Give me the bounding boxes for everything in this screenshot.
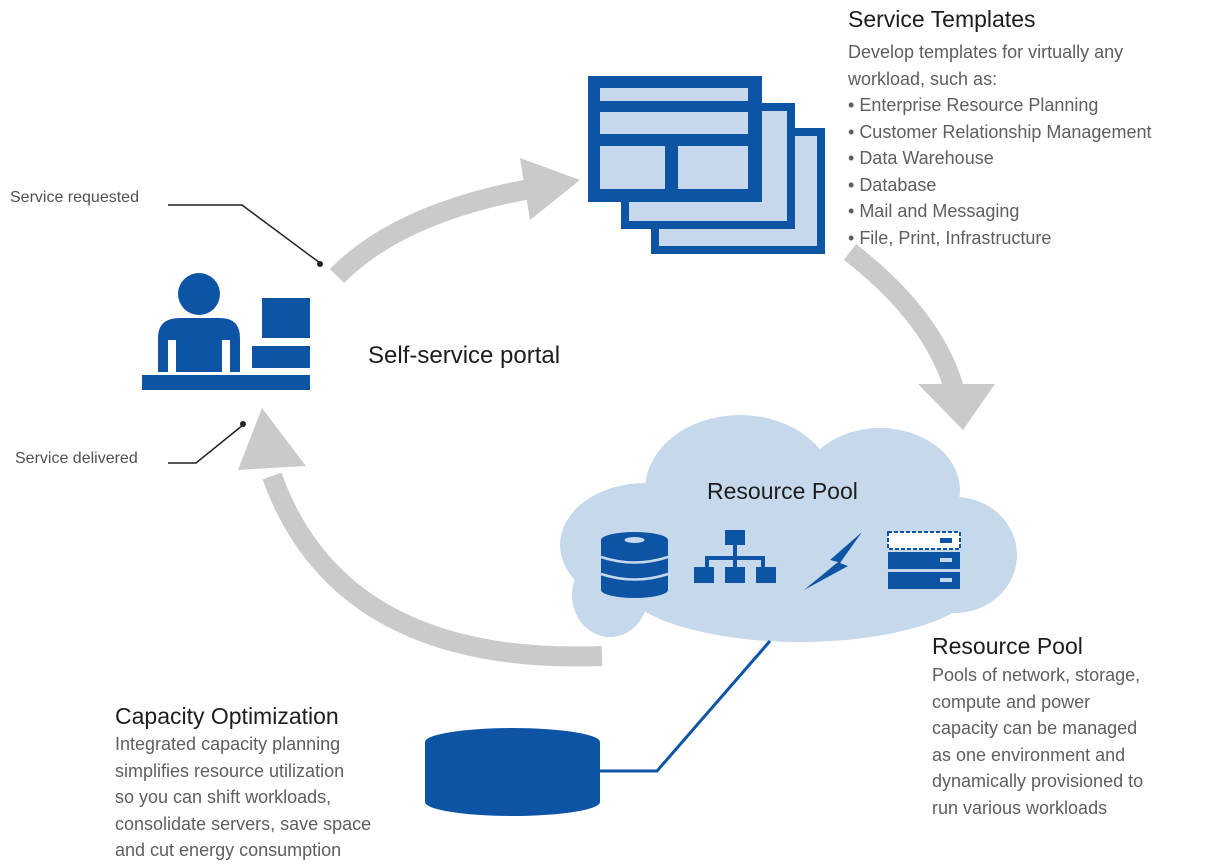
description-line: compute and power <box>932 691 1091 712</box>
bullet: • <box>848 227 860 248</box>
template-list-item: • Data Warehouse <box>848 148 994 168</box>
template-stack-icon <box>588 76 825 254</box>
template-list-item: • Enterprise Resource Planning <box>848 95 1099 115</box>
service-delivered-label: Service delivered <box>15 450 138 467</box>
service-templates-intro-line: workload, such as: <box>848 68 998 89</box>
bullet: • <box>848 174 860 195</box>
bullet: • <box>848 121 860 142</box>
capacity-optimization-description: Integrated capacity planning simplifies … <box>115 731 371 864</box>
resource-pool-block: Resource Pool Pools of network, storage,… <box>932 633 1143 821</box>
storage-connector-line <box>600 640 772 773</box>
arrow-templates-to-pool <box>843 244 995 430</box>
service-templates-block: Service Templates Develop templates for … <box>848 6 1151 251</box>
description-line: simplifies resource utilization <box>115 760 345 781</box>
template-list-item: • Mail and Messaging <box>848 201 1020 221</box>
description-line: dynamically provisioned to <box>932 771 1144 791</box>
service-requested-label: Service requested <box>10 189 139 206</box>
bullet: • <box>848 148 860 168</box>
service-templates-intro-line: Develop templates for virtually any <box>848 42 1124 62</box>
service-templates-description: Develop templates for virtually any work… <box>848 39 1151 251</box>
resource-pool-cloud <box>560 415 1017 642</box>
callout-leaders <box>168 204 323 464</box>
service-templates-title: Service Templates <box>848 6 1036 32</box>
template-list-item: • Database <box>848 174 937 195</box>
description-line: so you can shift workloads, <box>115 787 332 807</box>
description-line: Integrated capacity planning <box>115 734 341 754</box>
capacity-optimization-title: Capacity Optimization <box>115 703 339 729</box>
arrow-pool-to-portal <box>238 408 603 667</box>
description-line: consolidate servers, save space <box>115 813 372 834</box>
description-line: and cut energy consumption <box>115 840 342 860</box>
description-line: Pools of network, storage, <box>932 665 1141 685</box>
self-service-portal-label: Self-service portal <box>368 342 561 369</box>
database-icon <box>600 532 669 598</box>
person-at-computer-icon <box>142 273 310 390</box>
network-icon <box>694 530 776 583</box>
cycle-arrows <box>238 158 995 667</box>
description-line: as one environment and <box>932 744 1126 765</box>
arrow-portal-to-templates <box>329 158 580 284</box>
lightning-icon <box>804 532 862 590</box>
bullet: • <box>848 95 860 115</box>
description-line: run various workloads <box>932 797 1108 818</box>
description-line: capacity can be managed <box>932 718 1138 738</box>
cloud-resource-pool-label: Resource Pool <box>707 478 858 504</box>
template-list-item: • Customer Relationship Management <box>848 121 1152 142</box>
template-list-item: • File, Print, Infrastructure <box>848 227 1052 248</box>
storage-disk-icon <box>425 728 600 816</box>
resource-pool-title: Resource Pool <box>932 633 1083 659</box>
capacity-optimization-block: Capacity Optimization Integrated capacit… <box>115 703 371 864</box>
resource-pool-description: Pools of network, storage, compute and p… <box>932 662 1143 821</box>
bullet: • <box>848 201 860 221</box>
server-icon <box>887 531 961 589</box>
